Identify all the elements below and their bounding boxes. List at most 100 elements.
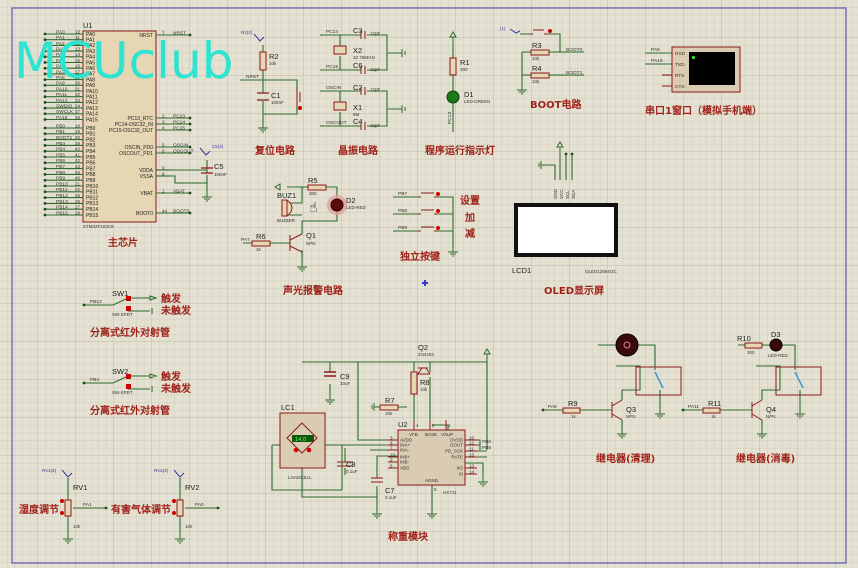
- net-terminal[interactable]: [43, 144, 47, 147]
- u1-net-label: OSCIN: [173, 142, 189, 148]
- weigh-module[interactable]: 14.0 AVDD3INA+8INA-7INB+10INB-9VBG6VFB4B…: [271, 343, 491, 519]
- r8-ref: R8: [420, 378, 430, 387]
- pot-control[interactable]: [172, 499, 176, 503]
- net-terminal[interactable]: [43, 49, 47, 53]
- net-terminal[interactable]: [43, 106, 47, 110]
- oled-lcd1[interactable]: GND VCC SCL SDA LCD1 OLED12864I2C: [512, 141, 618, 275]
- net-terminal[interactable]: [43, 178, 47, 182]
- net-terminal[interactable]: [82, 303, 86, 307]
- net-terminal[interactable]: [541, 408, 545, 412]
- net-terminal[interactable]: [43, 190, 47, 194]
- net-terminal[interactable]: [43, 173, 47, 176]
- pot-control[interactable]: [60, 499, 64, 503]
- u2-pin-number: 1: [448, 423, 451, 428]
- relay-r-ref: R9: [568, 399, 578, 408]
- net-terminal[interactable]: [43, 118, 47, 121]
- net-terminal[interactable]: [43, 112, 47, 116]
- net-terminal[interactable]: [43, 44, 47, 47]
- net-terminal[interactable]: [82, 381, 86, 385]
- net-terminal[interactable]: [188, 145, 192, 149]
- resistor-body: [562, 407, 581, 414]
- net-terminal[interactable]: [43, 66, 47, 70]
- net-terminal[interactable]: [188, 191, 192, 195]
- boot-circuit[interactable]: (1) R3 10k BOOT0 R4 10k BOOT1: [500, 26, 584, 95]
- c5-value: 100nF: [214, 172, 227, 177]
- net-terminal[interactable]: [43, 161, 47, 165]
- net-terminal[interactable]: [216, 506, 220, 510]
- net-terminal[interactable]: [43, 95, 47, 99]
- u2-pin-name: AVDD: [400, 438, 413, 443]
- u1-pin-number: 13: [75, 47, 81, 52]
- net-terminal[interactable]: [43, 32, 47, 36]
- net-terminal[interactable]: [188, 128, 192, 132]
- u2-pin-number: 16: [469, 436, 475, 441]
- alarm-circuit[interactable]: BUZ1 BUZZER R5 300 D2 LED-RED R6 1k PA7 …: [241, 176, 367, 272]
- u1-pin-name: PB12: [86, 195, 98, 201]
- net-terminal[interactable]: [43, 55, 47, 59]
- net-terminal[interactable]: [43, 138, 47, 142]
- net-terminal[interactable]: [43, 126, 47, 130]
- net-terminal[interactable]: [104, 506, 108, 510]
- sw-net: PB12: [90, 299, 102, 305]
- reset-circuit[interactable]: R2(2) R2 10k NRST C1 100nF: [240, 30, 302, 133]
- c3-ref: C3: [353, 26, 363, 35]
- relay-title: 继电器(清理): [596, 452, 655, 465]
- u1-pin-name: OSCOUT_PD1: [119, 151, 153, 157]
- u1-net-label: PA12: [56, 98, 68, 104]
- net-terminal[interactable]: [43, 38, 47, 42]
- u1-pin-number: 31: [75, 86, 81, 91]
- spdt-contact: [126, 306, 131, 311]
- net-terminal[interactable]: [43, 61, 47, 64]
- capacitor-c5[interactable]: C5 100nF C5(2): [170, 144, 227, 202]
- net-terminal[interactable]: [43, 167, 47, 171]
- net-terminal[interactable]: [188, 122, 192, 126]
- keys-circuit[interactable]: PB7 PB8 PB9 设置 加 减: [393, 191, 480, 257]
- net-terminal[interactable]: [188, 151, 192, 155]
- net-terminal[interactable]: [43, 89, 47, 93]
- net-terminal[interactable]: [43, 207, 47, 211]
- pb8-net: PB8: [398, 208, 407, 214]
- pot-control[interactable]: [60, 511, 64, 515]
- net-terminal[interactable]: [188, 116, 192, 120]
- crystal-circuit[interactable]: PC14 PC15 OSCIN OSCOUT C3 12pF X2 32.768…: [320, 26, 406, 130]
- net-terminal[interactable]: [43, 155, 47, 159]
- relay-wire: [543, 365, 661, 430]
- probe-icon: [173, 469, 185, 478]
- q2-value: 2N4403: [418, 352, 434, 357]
- u1-net-label: PB7: [56, 164, 65, 170]
- pot-ref: RV2: [185, 483, 199, 492]
- net-terminal[interactable]: [43, 202, 47, 205]
- net-terminal[interactable]: [188, 33, 192, 37]
- untrigger-label: 未触发: [160, 382, 192, 395]
- c8-ref: C8: [346, 460, 356, 469]
- c7-ref: C7: [385, 486, 395, 495]
- d3-value: LED-RED: [768, 353, 789, 358]
- u1-net-label: PB9: [56, 176, 65, 182]
- net-terminal[interactable]: [43, 132, 47, 136]
- net-terminal[interactable]: [43, 83, 47, 87]
- net-terminal[interactable]: [681, 408, 685, 412]
- net-terminal[interactable]: [43, 213, 47, 217]
- net-terminal[interactable]: [43, 196, 47, 200]
- net-terminal[interactable]: [43, 101, 47, 104]
- net-terminal[interactable]: [43, 149, 47, 153]
- x2-value: 32.768KHz: [353, 55, 376, 60]
- relay-net: PA11: [688, 404, 699, 410]
- net-terminal[interactable]: [43, 78, 47, 81]
- pot-control[interactable]: [172, 511, 176, 515]
- run-led-circuit[interactable]: R1 300 D1 LED-GREEN PC13: [446, 31, 490, 132]
- net-terminal[interactable]: [43, 184, 47, 188]
- virtual-terminal[interactable]: PA9 PA10 RXD TXD RTS CTS: [645, 46, 741, 93]
- net-terminal[interactable]: [188, 211, 192, 215]
- net-terminal[interactable]: [43, 72, 47, 76]
- r2-probe: R2(2): [241, 30, 253, 35]
- c4-ref: C4: [353, 117, 363, 126]
